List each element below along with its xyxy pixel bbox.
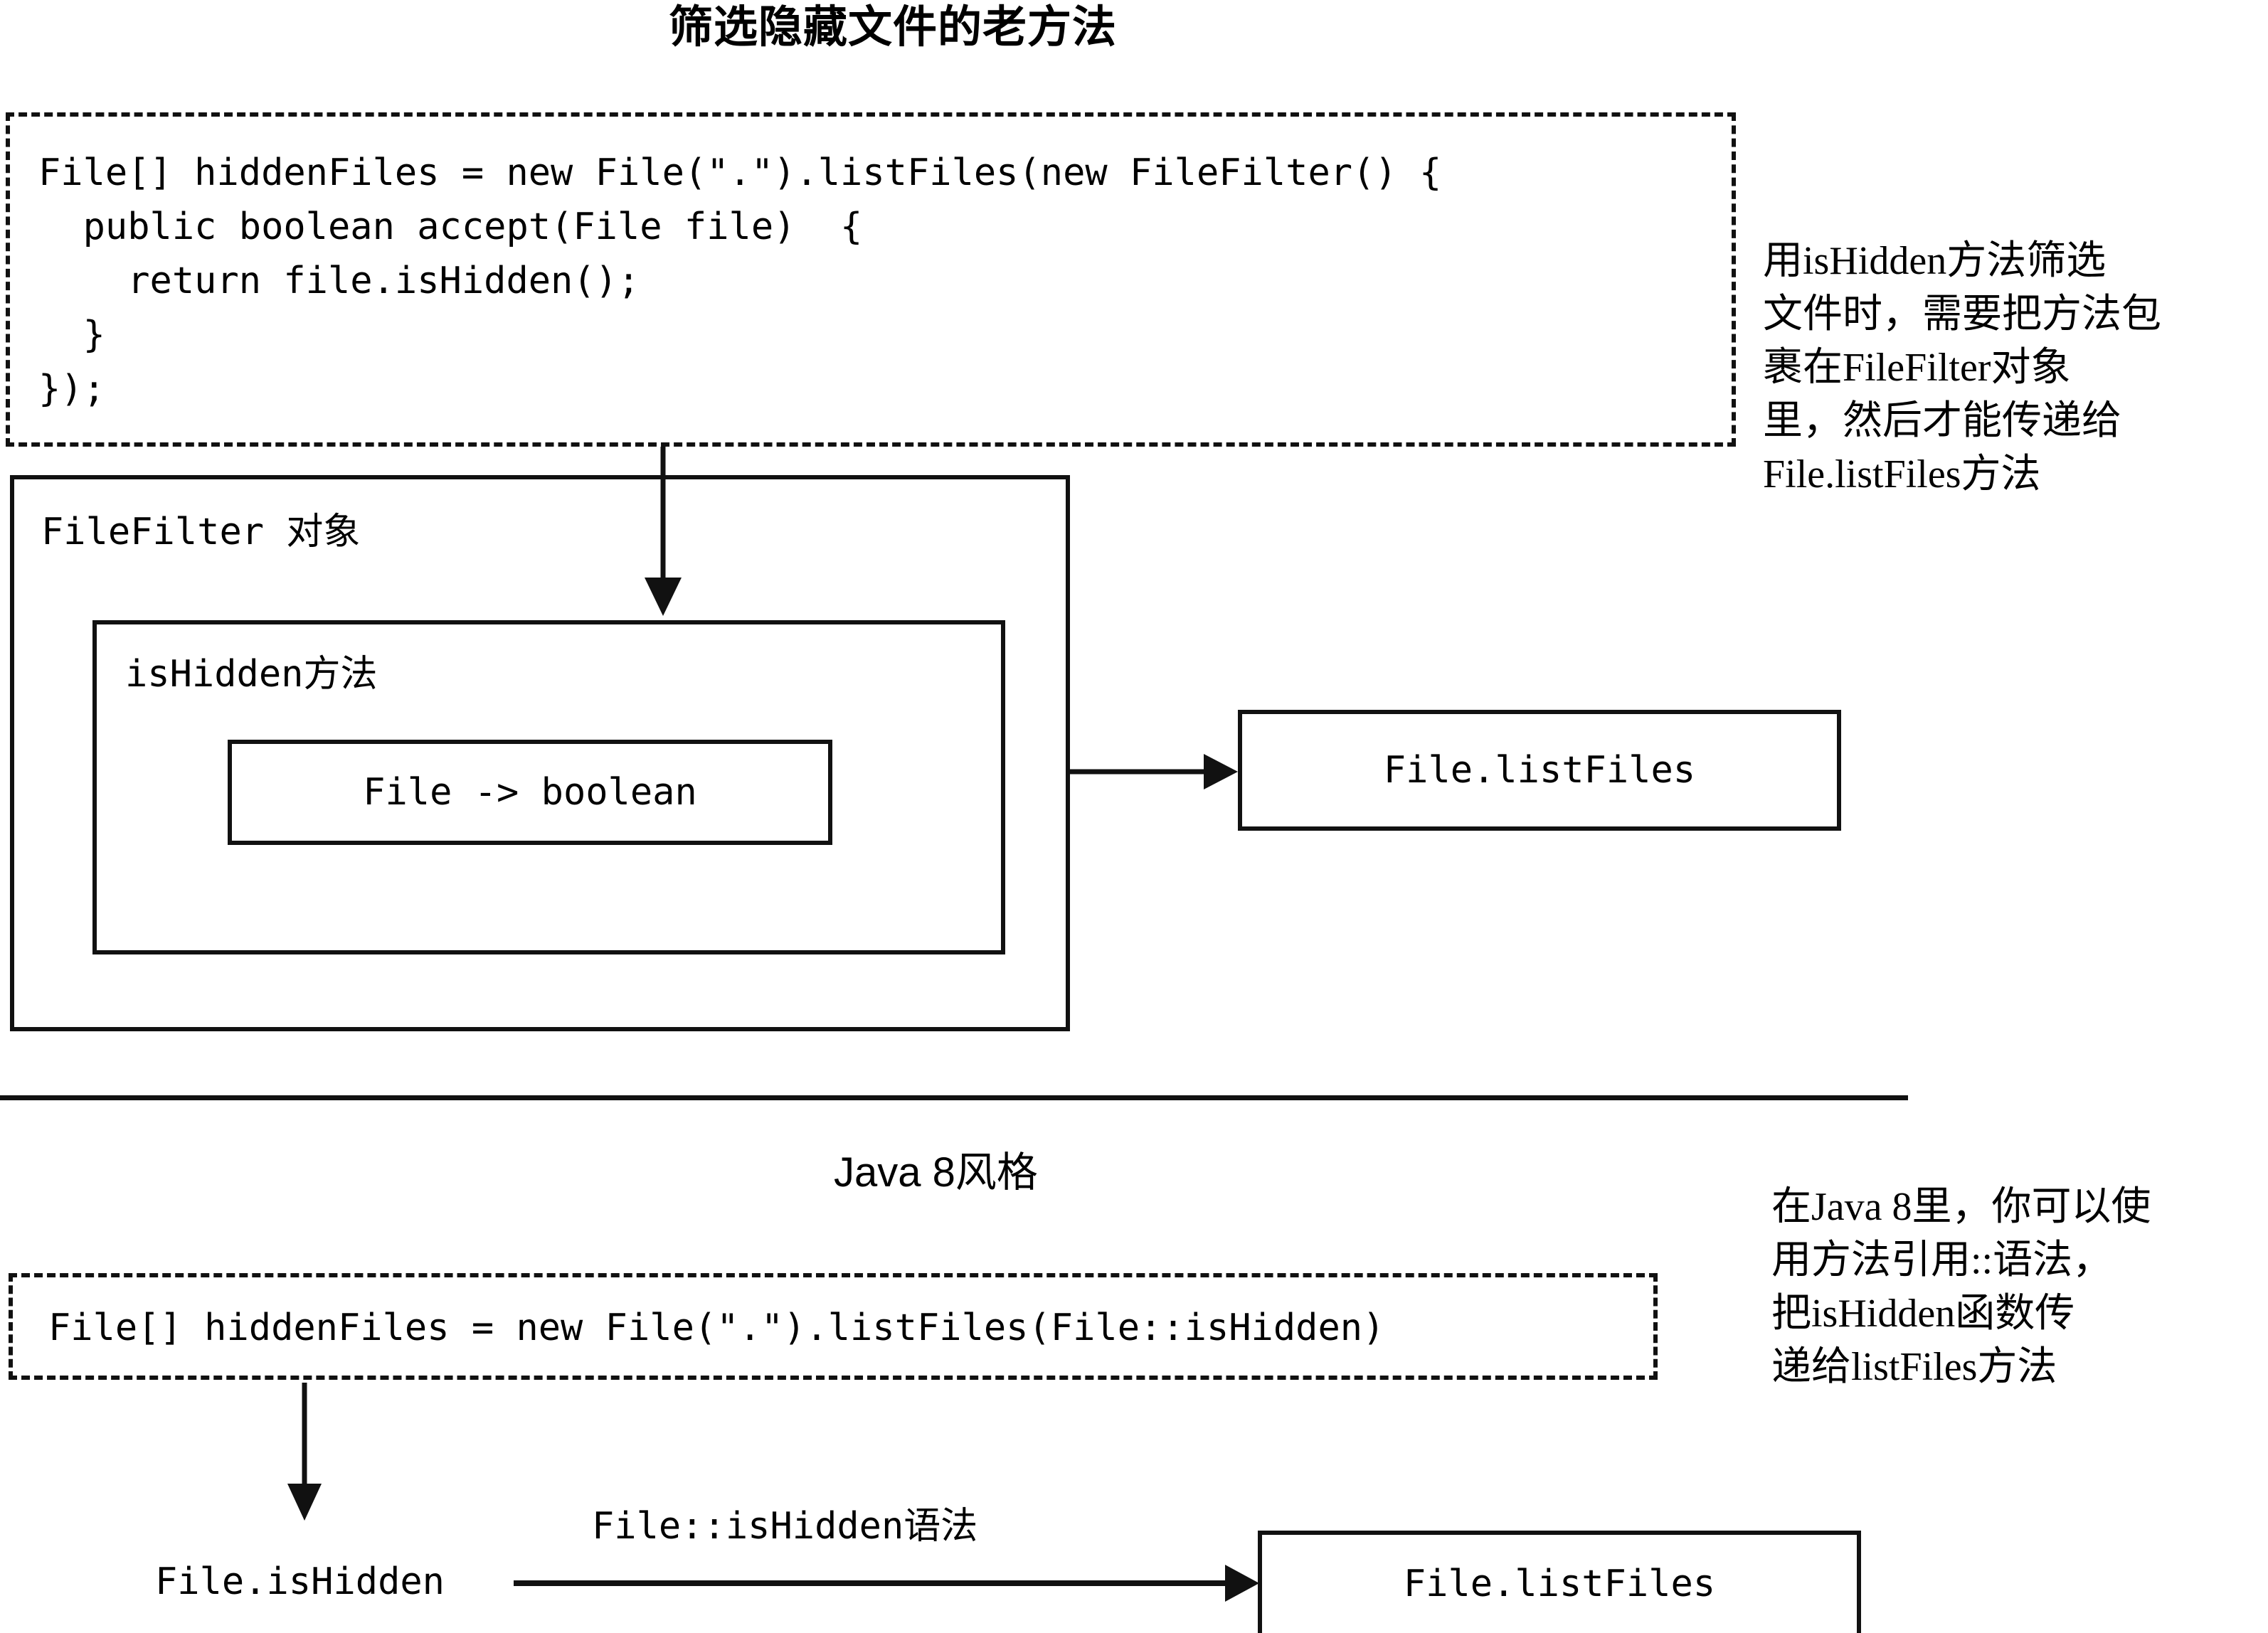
signature-box: File -> boolean bbox=[228, 740, 832, 845]
filefilter-object-label: FileFilter 对象 bbox=[41, 511, 361, 553]
old-way-annotation: 用isHidden方法筛选 文件时，需要把方法包 裹在FileFilter对象 … bbox=[1763, 239, 2161, 497]
section-title-java8: Java 8风格 bbox=[834, 1149, 1038, 1196]
java8-annotation: 在Java 8里，你可以使 用方法引用::语法， 把isHidden函数传 递给… bbox=[1771, 1185, 2151, 1390]
java8-code-text: File[] hiddenFiles = new File(".").listF… bbox=[48, 1307, 1385, 1349]
signature-label: File -> boolean bbox=[363, 771, 697, 814]
file-ishidden-label: File.isHidden bbox=[155, 1560, 445, 1603]
file-listfiles-box-java8: File.listFiles bbox=[1258, 1531, 1861, 1633]
old-way-code-text: File[] hiddenFiles = new File(".").listF… bbox=[38, 151, 1442, 410]
ishidden-method-label: isHidden方法 bbox=[125, 653, 378, 696]
arrow-java8code-to-ishidden-head bbox=[287, 1484, 322, 1521]
method-reference-arrow-label: File::isHidden语法 bbox=[592, 1505, 978, 1548]
file-listfiles-label-old: File.listFiles bbox=[1383, 749, 1696, 792]
file-listfiles-label-java8: File.listFiles bbox=[1403, 1563, 1716, 1605]
java8-code-block: File[] hiddenFiles = new File(".").listF… bbox=[9, 1273, 1658, 1380]
section-title-old-way: 筛选隐藏文件的老方法 bbox=[669, 3, 1118, 52]
file-listfiles-box-old: File.listFiles bbox=[1238, 710, 1841, 831]
arrow-ishidden-to-listfiles-head bbox=[1225, 1565, 1259, 1602]
old-way-code-block: File[] hiddenFiles = new File(".").listF… bbox=[6, 112, 1736, 447]
arrow-filter-to-listfiles-head bbox=[1204, 754, 1238, 789]
section-divider bbox=[0, 1095, 1908, 1100]
